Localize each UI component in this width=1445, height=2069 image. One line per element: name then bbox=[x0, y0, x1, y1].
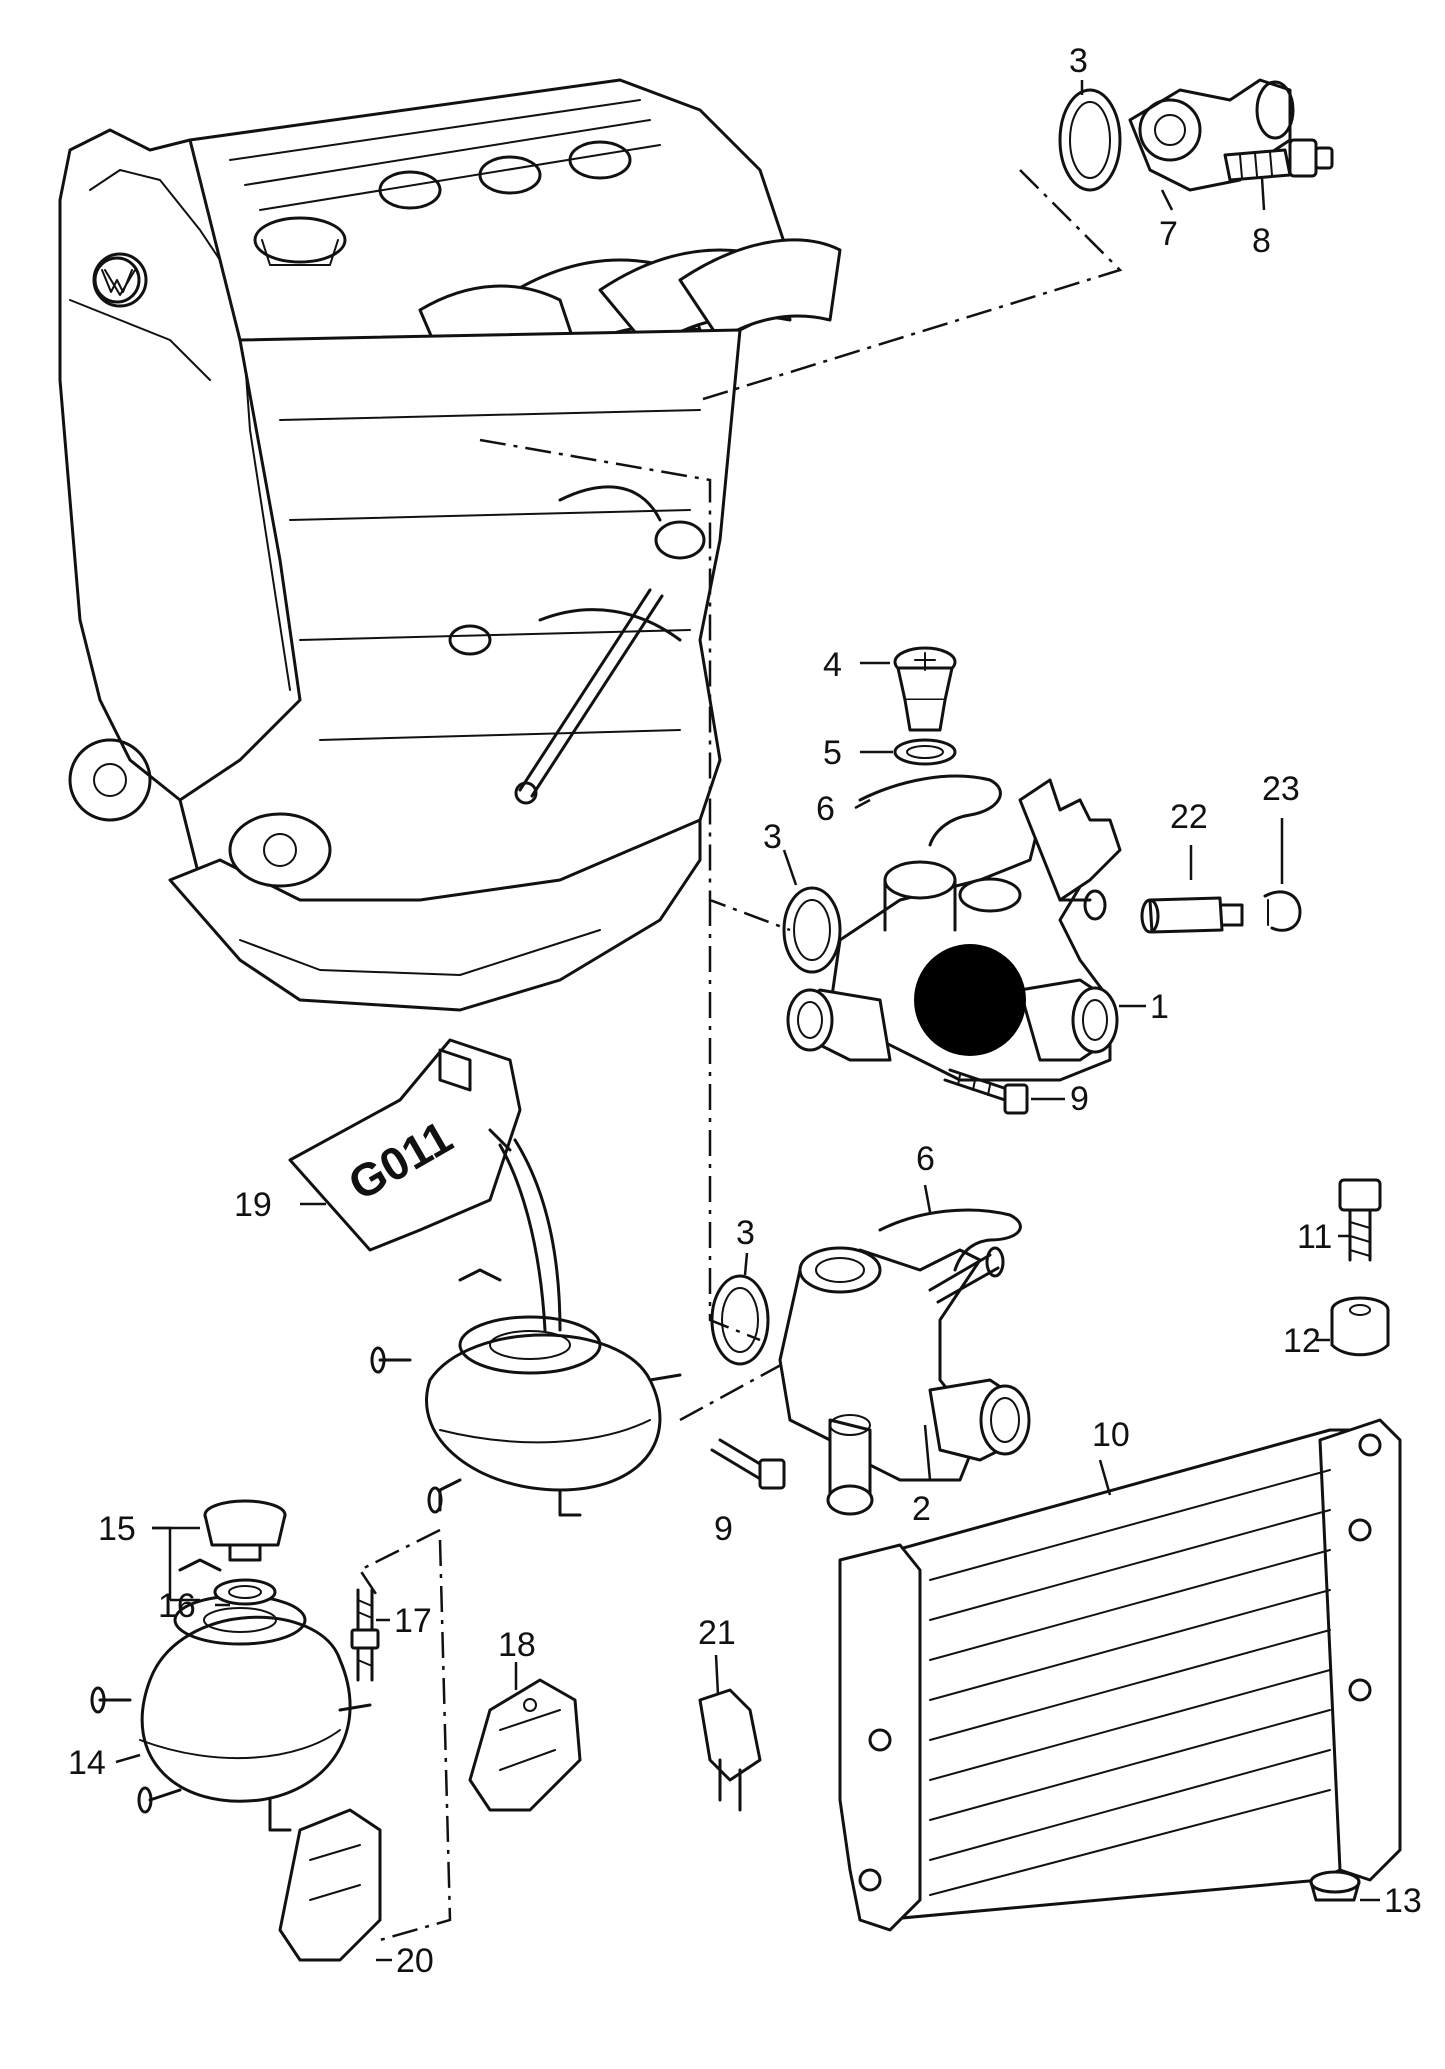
gasket-mid-icon bbox=[782, 886, 842, 974]
temperature-sensor-icon bbox=[1223, 138, 1334, 182]
callout-20: 20 bbox=[396, 1942, 434, 1980]
clamp-bracket-icon bbox=[698, 1688, 762, 1812]
rubber-grommet-icon bbox=[1330, 1296, 1390, 1357]
callout-6-mid: 6 bbox=[816, 790, 835, 828]
vw-logo-icon bbox=[93, 256, 141, 304]
callout-1: 1 bbox=[1150, 988, 1169, 1026]
filler-cap-icon bbox=[203, 1499, 287, 1562]
callout-3-mid: 3 bbox=[763, 818, 782, 856]
gasket-top-icon bbox=[1058, 88, 1122, 192]
callout-2: 2 bbox=[912, 1490, 931, 1528]
callout-3-low: 3 bbox=[736, 1214, 755, 1252]
bolt-low-icon bbox=[710, 1438, 786, 1490]
callout-11: 11 bbox=[1297, 1218, 1332, 1256]
callout-9-low: 9 bbox=[714, 1510, 733, 1548]
cap-seal-icon bbox=[213, 1578, 277, 1606]
rubber-mount-icon bbox=[1309, 1870, 1361, 1902]
callout-4: 4 bbox=[823, 646, 842, 684]
retaining-clip-icon bbox=[858, 774, 1002, 847]
bracket-18-icon bbox=[468, 1678, 582, 1812]
callout-8: 8 bbox=[1252, 222, 1271, 260]
expansion-tank-icon bbox=[90, 1558, 372, 1832]
obscured-area-dot bbox=[914, 944, 1026, 1056]
callout-labels: 3 7 8 4 5 6 3 22 23 1 9 19 6 3 11 12 10 … bbox=[68, 42, 1422, 1980]
leader-lines bbox=[115, 80, 1380, 1962]
radiator-icon bbox=[838, 1418, 1402, 1932]
callout-22: 22 bbox=[1170, 798, 1208, 836]
callout-6-low: 6 bbox=[916, 1140, 935, 1178]
expansion-tank-upper-icon bbox=[370, 1268, 682, 1517]
retaining-clip-lower-icon bbox=[878, 1208, 1022, 1272]
retainer-clip-icon bbox=[1263, 890, 1302, 932]
callout-17: 17 bbox=[394, 1602, 432, 1640]
callout-15: 15 bbox=[98, 1510, 136, 1548]
coolant-flange-icon bbox=[786, 778, 1122, 1082]
callout-7: 7 bbox=[1159, 215, 1178, 253]
coolant-canister-icon: G011 bbox=[288, 1038, 562, 1332]
callout-13: 13 bbox=[1384, 1882, 1422, 1920]
tank-bracket-icon bbox=[278, 1808, 382, 1962]
callout-21: 21 bbox=[698, 1614, 736, 1652]
callout-9-mid: 9 bbox=[1070, 1080, 1089, 1118]
mounting-stud-icon bbox=[350, 1588, 380, 1682]
callout-5: 5 bbox=[823, 734, 842, 772]
gasket-low-icon bbox=[710, 1274, 770, 1366]
callout-19: 19 bbox=[234, 1186, 272, 1224]
callout-12: 12 bbox=[1283, 1322, 1321, 1360]
engine-block-icon bbox=[58, 78, 842, 1012]
callout-14: 14 bbox=[68, 1744, 106, 1782]
callout-10: 10 bbox=[1092, 1416, 1130, 1454]
temperature-sender-icon bbox=[1140, 896, 1244, 934]
callout-23: 23 bbox=[1262, 770, 1300, 808]
coolant-flange-lower-icon bbox=[778, 1246, 1031, 1516]
o-ring-icon bbox=[893, 738, 957, 766]
callout-18: 18 bbox=[498, 1626, 536, 1664]
mounting-bolt-icon bbox=[1338, 1178, 1382, 1262]
bolt-mid-icon bbox=[943, 1068, 1029, 1115]
callout-16: 16 bbox=[158, 1587, 196, 1625]
sealing-plug-icon bbox=[893, 646, 957, 732]
callout-3-top: 3 bbox=[1069, 42, 1088, 80]
